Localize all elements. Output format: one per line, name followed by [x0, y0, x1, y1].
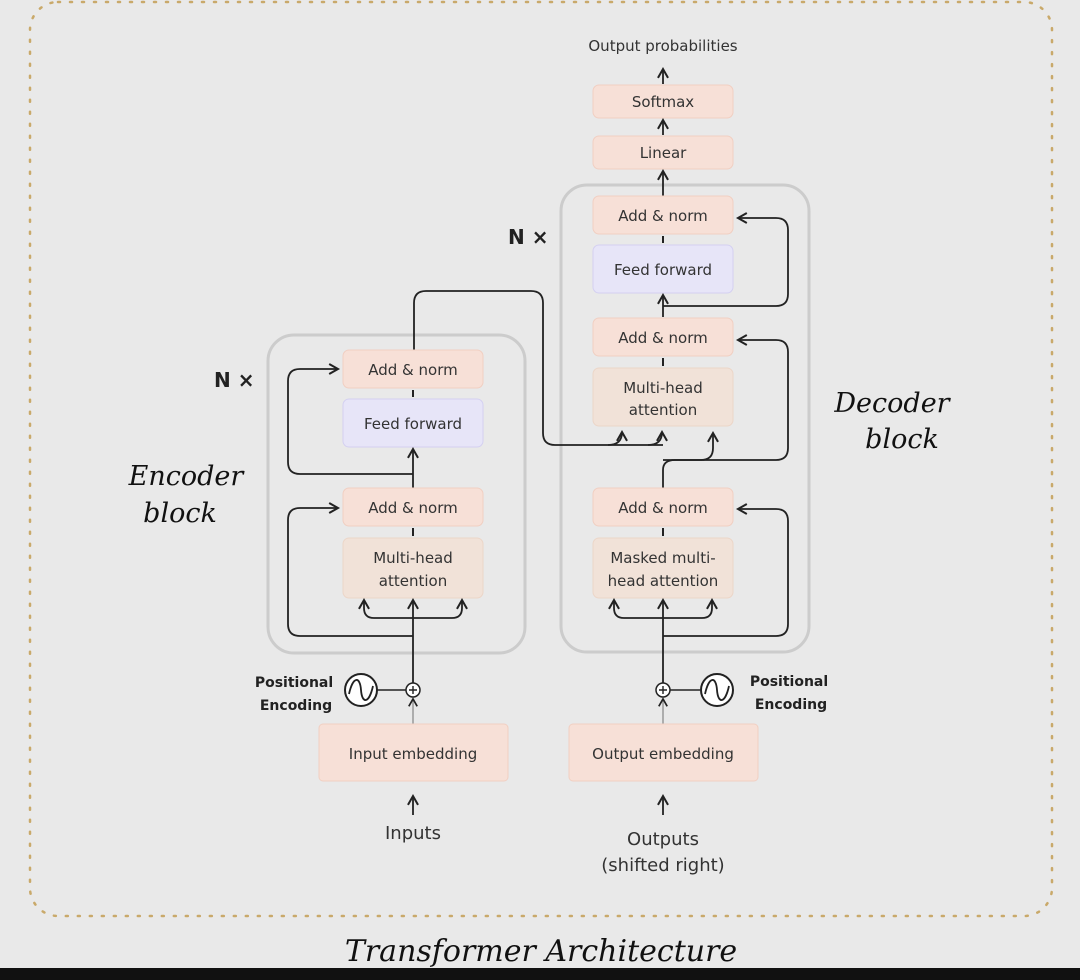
output-embedding-label: Output embedding [592, 745, 734, 763]
encoder-to-decoder-connection [413, 290, 663, 446]
outputs-label-1: Outputs [627, 829, 699, 850]
decoder-add-norm-middle-box [592, 317, 734, 357]
decoder-feed-forward-label: Feed forward [614, 261, 712, 279]
decoder-block-label-1: Decoder [833, 388, 951, 419]
input-embedding-box [318, 723, 509, 782]
encoder-block-frame [266, 333, 527, 655]
bottom-bar [0, 968, 1080, 980]
encoder-add-norm-bottom-box [342, 487, 484, 527]
decoder-add-norm-middle-label: Add & norm [618, 329, 707, 347]
encoder-plus-glyph [409, 686, 417, 694]
encoder-nx-label: N × [214, 368, 254, 392]
decoder-add-norm-top-label: Add & norm [618, 207, 707, 225]
output-probabilities-label: Output probabilities [588, 37, 737, 55]
cross-arrow-right [662, 430, 719, 488]
cross-arrow-left [607, 429, 628, 446]
decoder-residual-masked [663, 503, 789, 637]
decoder-cross-attention-label-2: attention [629, 401, 697, 419]
encoder-attention-label-2: attention [379, 572, 447, 590]
encoder-positional-label-2: Encoding [260, 698, 332, 714]
encoder-block-label-1: Encoder [128, 461, 246, 492]
softmax-label: Softmax [632, 93, 694, 111]
diagram-caption: Transformer Architecture [345, 934, 737, 969]
encoder-attention-label-1: Multi-head [373, 549, 453, 567]
encoder-add-norm-top-box [342, 349, 484, 389]
decoder-plus-glyph [659, 686, 667, 694]
decoder-positional-label-1: Positional [750, 674, 828, 690]
encoder-add-norm-bottom-label: Add & norm [368, 499, 457, 517]
decoder-add-norm-bottom-box [592, 487, 734, 527]
decoder-add-norm-top-box [592, 195, 734, 235]
encoder-block-label-2: block [143, 498, 217, 529]
output-embedding-box [568, 723, 759, 782]
encoder-residual-attention [287, 502, 413, 637]
decoder-positional-label-2: Encoding [755, 697, 827, 713]
decoder-block-frame [559, 183, 811, 654]
encoder-attention-arrow-right [413, 597, 468, 619]
encoder-positional-label-1: Positional [255, 675, 333, 691]
decoder-cross-attention-label-1: Multi-head [623, 379, 703, 397]
decoder-cross-attention-box [592, 367, 734, 427]
decoder-masked-arrow-left [608, 597, 663, 619]
decoder-sine-wave [704, 679, 730, 701]
decoder-block-label-2: block [865, 424, 939, 455]
encoder-add-norm-top-label: Add & norm [368, 361, 457, 379]
decoder-residual-cross [663, 334, 789, 461]
encoder-feed-forward-label: Feed forward [364, 415, 462, 433]
encoder-sine-wave [348, 679, 374, 701]
decoder-add-norm-bottom-label: Add & norm [618, 499, 707, 517]
inputs-label: Inputs [385, 823, 441, 844]
cross-arrow-mid [647, 429, 668, 446]
encoder-residual-ff [287, 363, 413, 475]
outer-frame [28, 0, 1054, 918]
decoder-masked-attention-label-2: head attention [608, 572, 719, 590]
encoder-attention-arrow-left [358, 597, 413, 619]
outputs-label-2: (shifted right) [601, 855, 724, 876]
decoder-nx-label: N × [508, 225, 548, 249]
decoder-masked-arrow-right [663, 597, 718, 619]
decoder-masked-attention-label-1: Masked multi- [610, 549, 715, 567]
input-embedding-label: Input embedding [349, 745, 477, 763]
linear-label: Linear [640, 144, 687, 162]
decoder-residual-ff [663, 212, 789, 307]
